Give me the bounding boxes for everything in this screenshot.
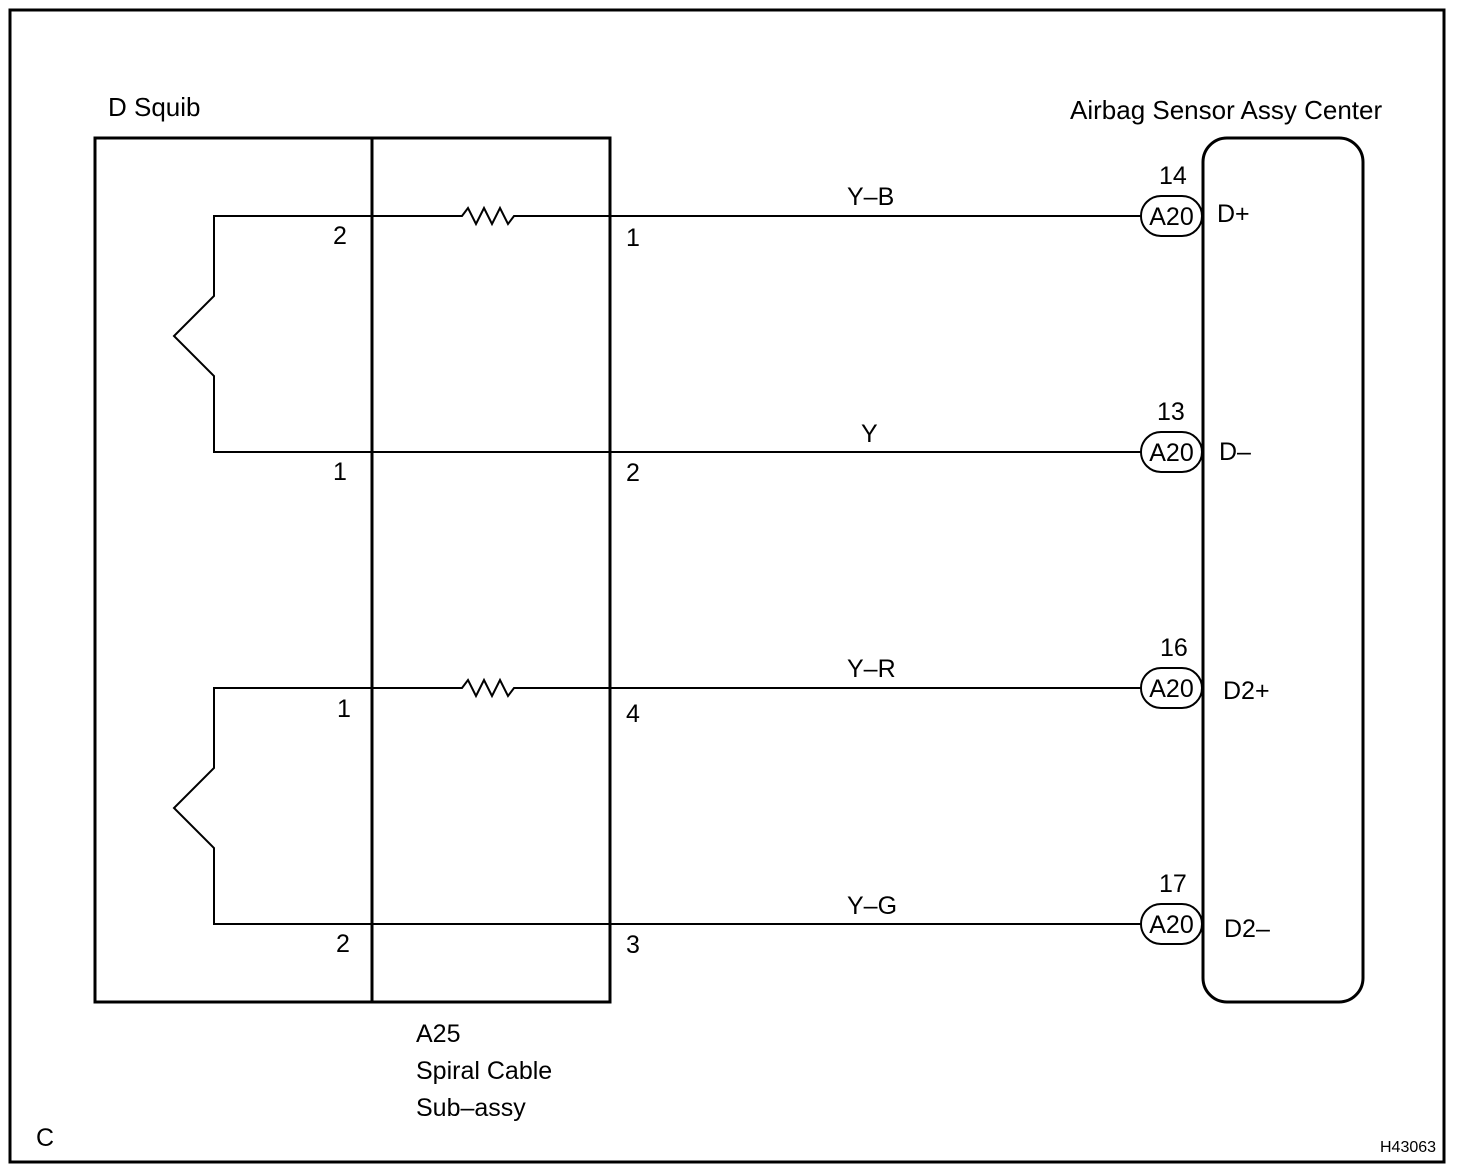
connector-oval bbox=[1140, 195, 1203, 237]
connector-oval bbox=[1140, 667, 1203, 709]
wire-color-label: Y bbox=[861, 420, 878, 448]
ecu-pin-label: 17 bbox=[1159, 870, 1187, 898]
figure-id: H43063 bbox=[1380, 1139, 1436, 1156]
cable-pin-label: 1 bbox=[626, 224, 640, 252]
connector-label: A20 bbox=[1149, 203, 1193, 231]
terminal-label: D+ bbox=[1217, 200, 1250, 228]
squib-pin-label: 1 bbox=[333, 458, 347, 486]
ecu-pin-label: 13 bbox=[1157, 398, 1185, 426]
circuit-d-minus: 1 2 Y A20 13 D– bbox=[333, 398, 1251, 487]
circuit-d2-minus: 2 3 Y–G A20 17 D2– bbox=[336, 870, 1270, 959]
corner-code: C bbox=[36, 1124, 54, 1152]
circuit-d2-plus: 1 4 Y–R A20 16 D2+ bbox=[337, 634, 1270, 728]
connector-oval bbox=[1140, 431, 1203, 473]
squib-pin-label: 2 bbox=[333, 222, 347, 250]
connector-label: A20 bbox=[1149, 911, 1193, 939]
squib-pin-label: 1 bbox=[337, 695, 351, 723]
terminal-label: D– bbox=[1219, 438, 1251, 466]
circuit-d-plus: 2 1 Y–B A20 14 D+ bbox=[333, 162, 1250, 252]
connector-label: A20 bbox=[1149, 675, 1193, 703]
squib-element-lower bbox=[172, 687, 372, 925]
wire-color-label: Y–G bbox=[847, 892, 897, 920]
spiral-cable-name-line2: Sub–assy bbox=[416, 1094, 526, 1122]
spiral-cable-name-line1: Spiral Cable bbox=[416, 1057, 552, 1085]
airbag-sensor-label: Airbag Sensor Assy Center bbox=[1070, 95, 1382, 125]
ecu-pin-label: 16 bbox=[1160, 634, 1188, 662]
terminal-label: D2+ bbox=[1223, 677, 1270, 705]
wire-color-label: Y–B bbox=[847, 183, 894, 211]
airbag-sensor-box bbox=[1201, 136, 1365, 1004]
ecu-pin-label: 14 bbox=[1159, 162, 1187, 190]
squib-element-upper bbox=[172, 215, 372, 453]
d-squib-box bbox=[93, 136, 612, 1004]
wire-color-label: Y–R bbox=[847, 655, 896, 683]
cable-pin-label: 4 bbox=[626, 700, 640, 728]
connector-oval bbox=[1140, 903, 1203, 945]
squib-pin-label: 2 bbox=[336, 930, 350, 958]
terminal-label: D2– bbox=[1224, 915, 1270, 943]
spiral-cable-code: A25 bbox=[416, 1020, 460, 1048]
cable-pin-label: 3 bbox=[626, 931, 640, 959]
d-squib-label: D Squib bbox=[108, 92, 201, 122]
frame-border bbox=[8, 8, 1446, 1164]
cable-pin-label: 2 bbox=[626, 459, 640, 487]
connector-label: A20 bbox=[1149, 439, 1193, 467]
